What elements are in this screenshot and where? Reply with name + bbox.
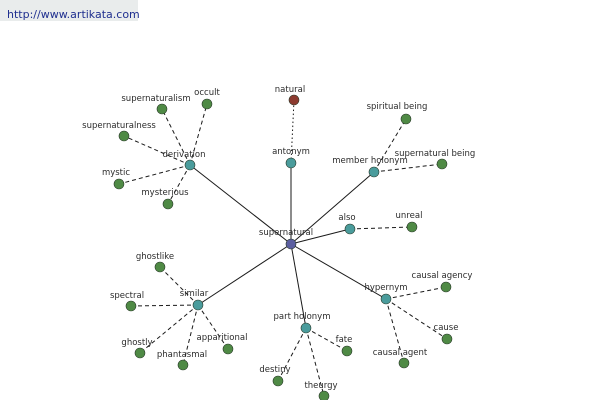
relation-node-hypernym[interactable]	[380, 293, 392, 305]
word-label-causal-agent: causal agent	[373, 348, 428, 358]
edge-center-to-similar	[197, 243, 292, 306]
edge-similar-to-spectral	[130, 304, 199, 307]
relation-node-similar[interactable]	[192, 299, 204, 311]
word-node-ghostlike[interactable]	[154, 261, 166, 273]
edge-center-to-derivation	[189, 164, 292, 245]
edge-similar-to-phantasmal	[182, 304, 199, 366]
word-node-phantasmal[interactable]	[177, 359, 189, 371]
edge-center-to-part-holonym	[290, 243, 307, 329]
word-node-theurgy[interactable]	[318, 390, 330, 400]
word-node-occult[interactable]	[201, 98, 213, 110]
edge-derivation-to-mysterious	[167, 164, 191, 205]
word-node-spiritual-being[interactable]	[400, 113, 412, 125]
word-node-apparitional[interactable]	[222, 343, 234, 355]
relation-label-derivation: derivation	[162, 150, 205, 160]
word-node-causal-agent[interactable]	[398, 357, 410, 369]
word-label-mysterious: mysterious	[141, 188, 189, 198]
word-label-theurgy: theurgy	[304, 381, 337, 391]
word-label-phantasmal: phantasmal	[157, 350, 207, 360]
word-label-supernaturalism: supernaturalism	[121, 94, 190, 104]
relation-label-hypernym: hypernym	[364, 283, 407, 293]
word-label-ghostlike: ghostlike	[136, 252, 174, 262]
word-label-unreal: unreal	[396, 211, 423, 221]
edge-center-to-hypernym	[290, 243, 387, 300]
edge-center-to-also	[290, 228, 351, 245]
word-node-mysterious[interactable]	[162, 198, 174, 210]
edge-derivation-to-occult	[189, 103, 208, 166]
edge-derivation-to-mystic	[118, 164, 191, 185]
center-node-label: supernatural	[259, 228, 313, 238]
word-node-supernaturalness[interactable]	[118, 130, 130, 142]
word-label-destiny: destiny	[259, 365, 290, 375]
word-node-destiny[interactable]	[272, 375, 284, 387]
relation-label-similar: similar	[180, 289, 209, 299]
relation-node-part-holonym[interactable]	[300, 322, 312, 334]
edge-derivation-to-supernaturalism	[161, 108, 191, 166]
word-label-spectral: spectral	[110, 291, 144, 301]
graph-edges	[118, 99, 448, 397]
word-node-cause[interactable]	[441, 333, 453, 345]
word-label-spiritual-being: spiritual being	[367, 102, 428, 112]
edge-center-to-member-holonym	[290, 171, 375, 245]
word-node-natural[interactable]	[288, 94, 300, 106]
edge-similar-to-ghostly	[139, 304, 199, 354]
word-node-ghostly[interactable]	[134, 347, 146, 359]
edge-similar-to-ghostlike	[159, 266, 199, 306]
edge-hypernym-to-cause	[385, 298, 448, 340]
word-label-causal-agency: causal agency	[412, 271, 473, 281]
edge-member-holonym-to-supernatural-being	[373, 163, 443, 173]
word-label-cause: cause	[434, 323, 459, 333]
relation-node-derivation[interactable]	[184, 159, 196, 171]
edge-antonym-to-natural	[290, 99, 295, 164]
edge-hypernym-to-causal-agency	[385, 286, 447, 300]
relation-node-antonym[interactable]	[285, 157, 297, 169]
graph-nodes	[113, 94, 453, 400]
word-node-supernaturalism[interactable]	[156, 103, 168, 115]
edge-similar-to-apparitional	[197, 304, 229, 350]
relation-label-antonym: antonym	[272, 147, 310, 157]
edge-part-holonym-to-destiny	[277, 327, 307, 382]
edge-part-holonym-to-theurgy	[305, 327, 325, 397]
word-label-supernaturalness: supernaturalness	[82, 121, 156, 131]
relation-label-part-holonym: part holonym	[274, 312, 331, 322]
edge-part-holonym-to-fate	[305, 327, 348, 352]
word-node-fate[interactable]	[341, 345, 353, 357]
edge-member-holonym-to-spiritual-being	[373, 118, 407, 173]
word-label-fate: fate	[336, 335, 353, 345]
word-label-occult: occult	[194, 88, 220, 98]
relation-node-member-holonym[interactable]	[368, 166, 380, 178]
site-link[interactable]: http://www.artikata.com	[7, 8, 140, 21]
word-label-apparitional: apparitional	[197, 333, 248, 343]
word-label-ghostly: ghostly	[121, 338, 152, 348]
word-node-supernatural-being[interactable]	[436, 158, 448, 170]
graph-labels: supernatural derivation supernaturalism occ…	[82, 85, 475, 391]
word-node-spectral[interactable]	[125, 300, 137, 312]
word-label-natural: natural	[275, 85, 305, 95]
relation-label-also: also	[338, 213, 355, 223]
relation-label-member-holonym: member holonym	[332, 156, 407, 166]
site-link-bar: http://www.artikata.com	[0, 0, 140, 21]
word-label-supernatural-being: supernatural being	[395, 149, 476, 159]
center-node[interactable]	[285, 238, 297, 250]
word-node-causal-agency[interactable]	[440, 281, 452, 293]
edge-derivation-to-supernaturalness	[123, 135, 191, 166]
relation-node-also[interactable]	[344, 223, 356, 235]
word-node-mystic[interactable]	[113, 178, 125, 190]
edge-also-to-unreal	[349, 226, 413, 230]
word-node-unreal[interactable]	[406, 221, 418, 233]
word-label-mystic: mystic	[102, 168, 130, 178]
